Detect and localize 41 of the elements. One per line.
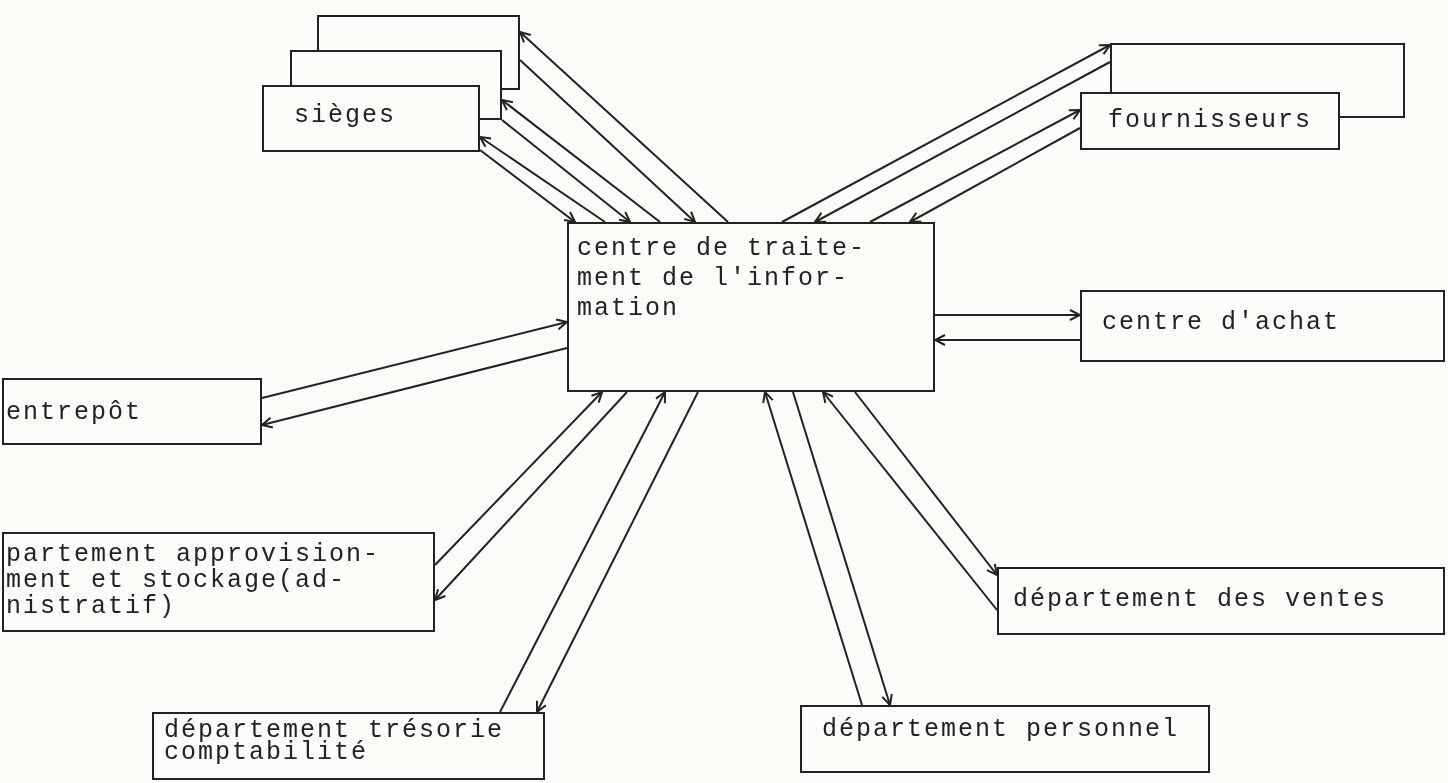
- arrow: [792, 391, 893, 706]
- node-label: centre de traite- ment de l'infor- mation: [577, 234, 868, 324]
- arrow: [536, 391, 699, 713]
- arrow: [434, 391, 603, 566]
- node-label: département des ventes: [1013, 585, 1388, 615]
- process-box: [152, 712, 545, 780]
- arrow: [854, 391, 998, 576]
- node-label: fournisseurs: [1108, 106, 1313, 136]
- arrow: [479, 136, 606, 223]
- arrow: [822, 391, 998, 611]
- process-box: [2, 532, 435, 632]
- arrow: [501, 119, 631, 223]
- process-box: [800, 705, 1210, 773]
- arrow: [499, 391, 666, 713]
- arrow: [434, 391, 628, 601]
- arrow: [909, 127, 1081, 223]
- arrow: [934, 309, 1081, 321]
- arrow: [501, 99, 661, 223]
- process-box: [1080, 92, 1340, 150]
- process-box: [997, 567, 1445, 635]
- process-box: [567, 222, 935, 392]
- stacked-box-outline: [317, 15, 520, 90]
- arrow: [519, 31, 729, 223]
- node-label: partement approvision- ment et stockage(ad- nistratif): [6, 542, 382, 620]
- arrow: [479, 149, 576, 223]
- node-label: sièges: [294, 101, 396, 131]
- arrow: [869, 109, 1081, 223]
- node-label: département personnel: [822, 715, 1180, 745]
- arrow: [261, 318, 568, 399]
- arrow: [762, 391, 863, 706]
- arrow: [261, 347, 568, 429]
- arrow: [814, 61, 1111, 223]
- process-box: [2, 378, 262, 445]
- arrow: [781, 44, 1111, 223]
- process-box: [262, 85, 480, 152]
- node-label: centre d'achat: [1102, 308, 1341, 338]
- node-label: entrepôt: [6, 398, 143, 428]
- arrow: [519, 59, 696, 223]
- arrow: [934, 334, 1081, 346]
- node-label: département trésorie comptabilité: [164, 720, 506, 764]
- process-box: [1080, 290, 1445, 362]
